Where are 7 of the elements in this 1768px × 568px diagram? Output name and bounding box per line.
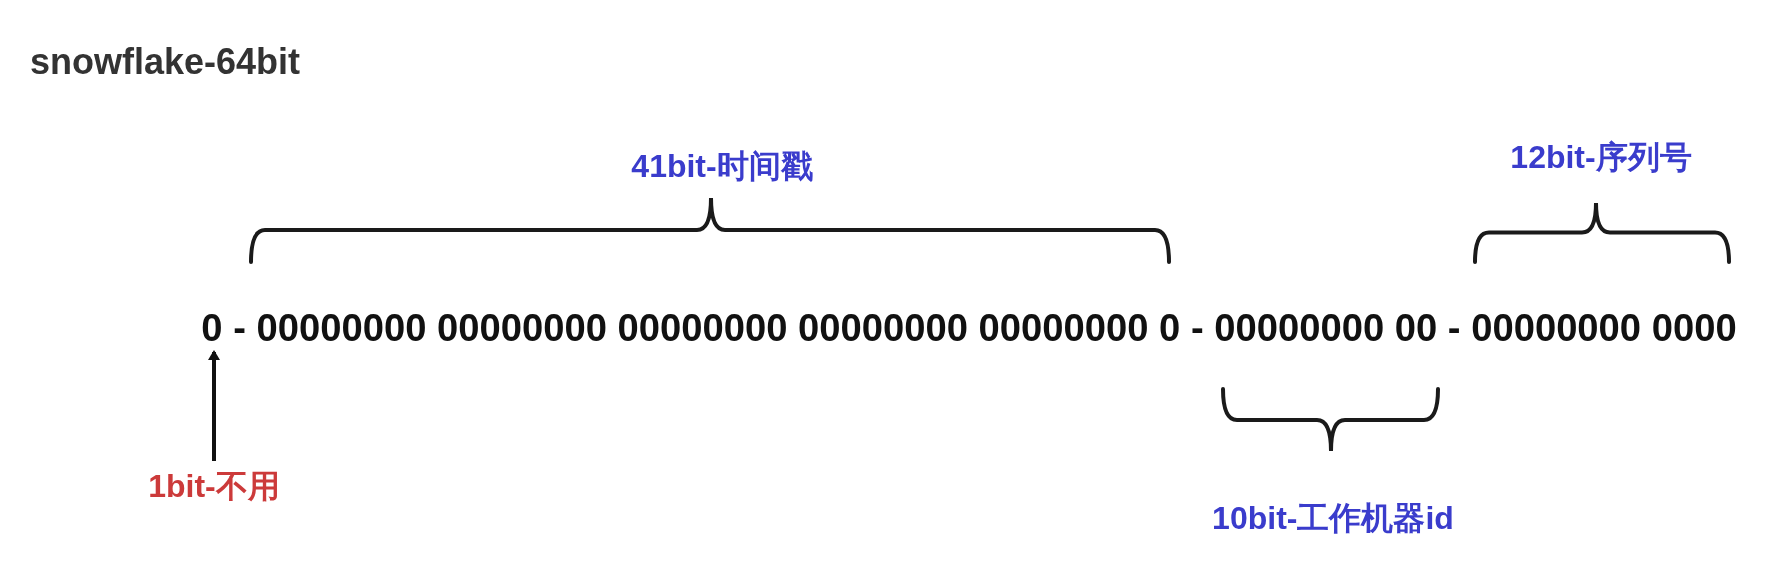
title: snowflake-64bit — [30, 41, 301, 83]
bit-string: 0 - 00000000 00000000 00000000 00000000 00000000 0 - 00000000 00 - 00000000 0000 — [201, 306, 1737, 350]
brace-label: 41bit-时间戳 — [631, 147, 813, 186]
brace-label: 10bit-工作机器id — [1212, 499, 1454, 538]
bit-label: 1bit-不用 — [148, 465, 280, 509]
arrow — [208, 350, 220, 461]
brace-label: 12bit-序列号 — [1510, 138, 1692, 177]
